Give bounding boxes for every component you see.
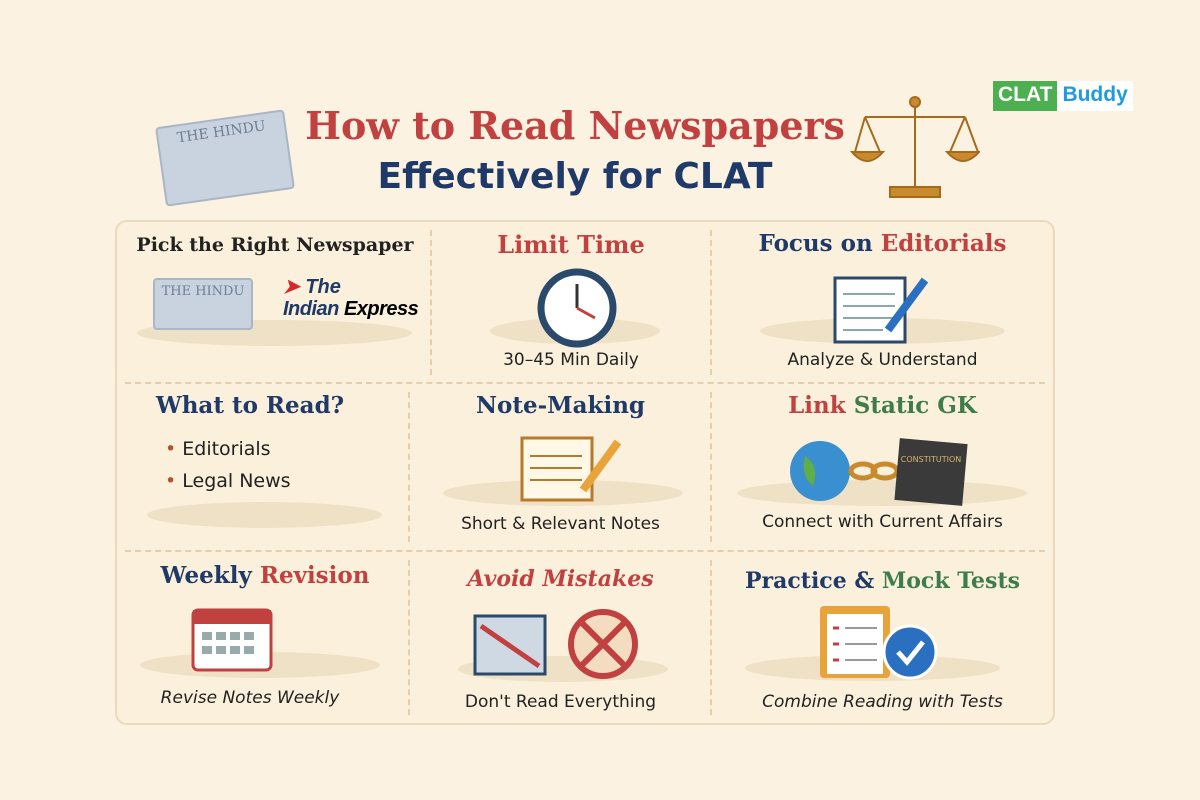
tip-weekly-revision: Weekly Revision Revise Notes Weekly xyxy=(125,560,405,715)
tip-focus-editorials: Focus on Editorials Analyze & Understand xyxy=(758,230,1007,370)
clock-icon xyxy=(537,268,617,348)
tip-pick-newspaper: Pick the Right Newspaper THE HINDU ➤ The… xyxy=(125,230,425,380)
calendar-icon xyxy=(191,608,273,672)
tip-what-to-read: What to Read? • Editorials • Legal News xyxy=(125,392,405,542)
globe-chain-book-icon: CONSTITUTION xyxy=(790,438,968,506)
tip-practice-mock-tests: Practice & Mock Tests Combine Reading wi… xyxy=(745,568,1020,712)
indian-express-logo: ➤ The Indian Express xyxy=(283,276,419,320)
the-hindu-logo: THE HINDU xyxy=(153,278,253,330)
tip-note-making: Note-Making Short & Relevant Notes xyxy=(413,392,708,542)
tip-link-static-gk: Link Static GK CONSTITUTION Connect with… xyxy=(715,392,1050,542)
list-item: • Legal News xyxy=(165,470,291,492)
tip-limit-time: Limit Time 30–45 Min Daily xyxy=(435,230,707,380)
title-line-1: How to Read Newspapers xyxy=(305,103,845,148)
notepad-pen-icon xyxy=(833,276,929,344)
clipboard-check-icon xyxy=(820,606,938,680)
what-to-read-list: • Editorials • Legal News xyxy=(165,433,405,497)
newspaper-icon: THE HINDU xyxy=(155,109,295,207)
no-sign-icon xyxy=(473,609,638,679)
svg-text:CONSTITUTION: CONSTITUTION xyxy=(901,455,961,464)
scales-of-justice-icon xyxy=(850,96,980,198)
notepad-pencil-icon xyxy=(520,436,622,502)
list-item: • Editorials xyxy=(165,438,271,460)
tip-avoid-mistakes: Avoid Mistakes Don't Read Everything xyxy=(413,560,708,715)
title-line-2: Effectively for CLAT xyxy=(377,156,773,197)
